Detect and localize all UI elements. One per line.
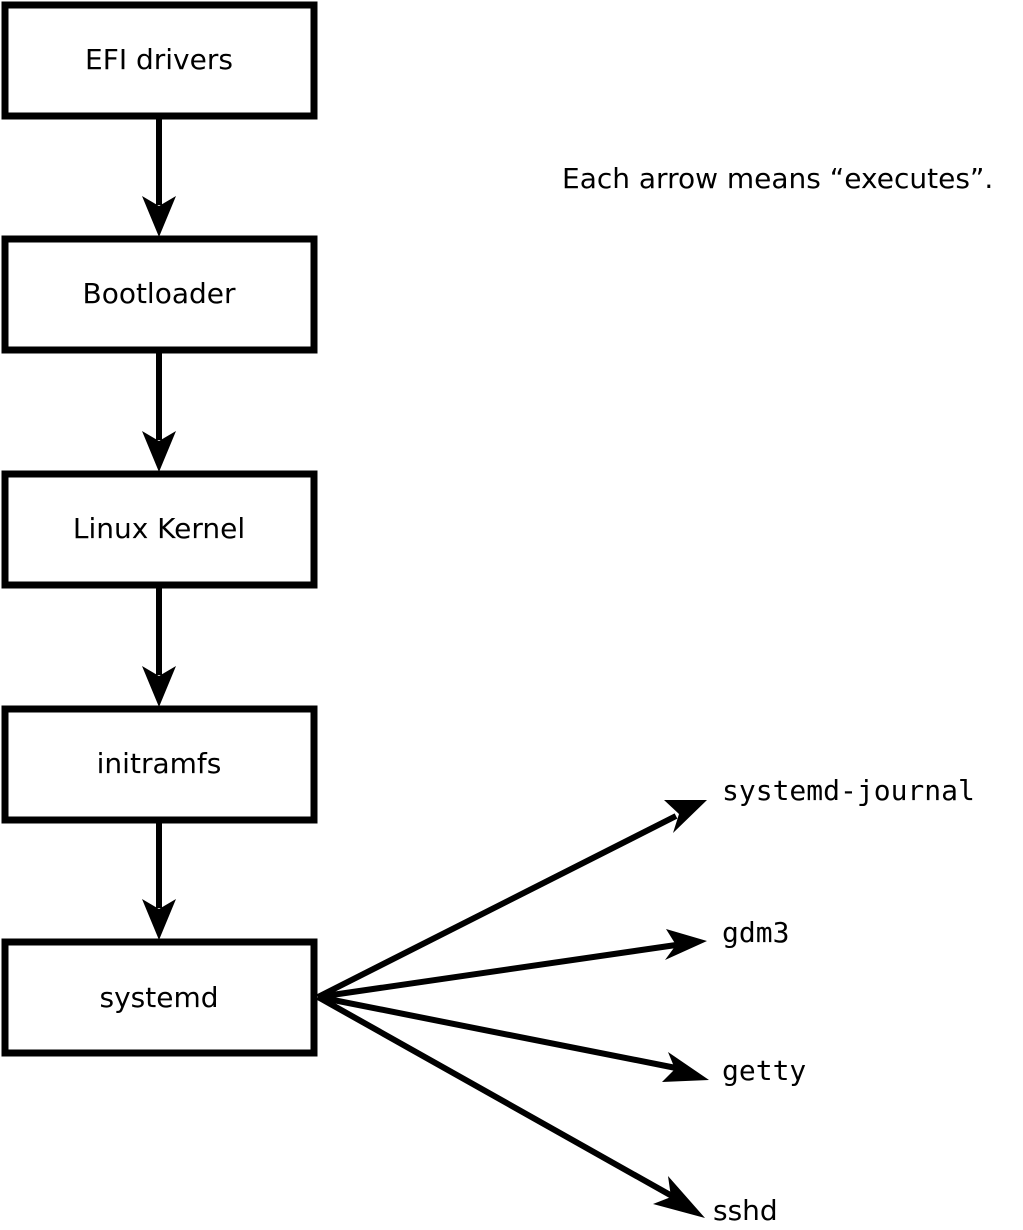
leaf-label-sshd: sshd	[713, 1194, 778, 1227]
node-label-systemd: systemd	[100, 981, 219, 1014]
edge-systemd-to-sshd	[316, 994, 705, 1218]
leaf-label-systemd-journal: systemd-journal	[722, 774, 975, 807]
arrowhead-icon	[142, 666, 176, 707]
node-systemd[interactable]: systemd	[1, 938, 318, 1057]
arrowhead-icon	[142, 196, 176, 237]
leaf-label-gdm3: gdm3	[722, 916, 789, 949]
node-initramfs[interactable]: initramfs	[1, 705, 318, 824]
node-label-efi-drivers: EFI drivers	[85, 43, 233, 76]
edge-initramfs-to-systemd	[142, 820, 176, 940]
arrowhead-icon	[142, 431, 176, 472]
leaf-label-getty: getty	[722, 1054, 806, 1087]
arrowhead-icon	[665, 929, 707, 960]
node-efi-drivers[interactable]: EFI drivers	[1, 1, 318, 120]
node-bootloader[interactable]: Bootloader	[1, 235, 318, 354]
arrowhead-icon	[653, 1176, 705, 1218]
arrowhead-icon	[142, 899, 176, 940]
arrowhead-icon	[664, 800, 707, 833]
node-label-linux-kernel: Linux Kernel	[73, 512, 245, 545]
node-box-systemd	[1, 938, 318, 1057]
edge-kernel-to-initramfs	[142, 585, 176, 707]
node-box-initramfs	[1, 705, 318, 824]
edge-efi-to-bootloader	[142, 116, 176, 237]
node-linux-kernel[interactable]: Linux Kernel	[1, 470, 318, 589]
edge-bootloader-to-kernel	[142, 350, 176, 472]
legend-annotation: Each arrow means “executes”.	[562, 162, 993, 195]
edge-systemd-to-getty	[317, 994, 709, 1082]
node-label-bootloader: Bootloader	[82, 277, 236, 310]
edge-systemd-to-gdm3	[317, 929, 707, 1000]
edge-systemd-to-systemd-journal	[316, 800, 707, 1000]
node-label-initramfs: initramfs	[97, 747, 222, 780]
arrowhead-icon	[662, 1052, 709, 1082]
